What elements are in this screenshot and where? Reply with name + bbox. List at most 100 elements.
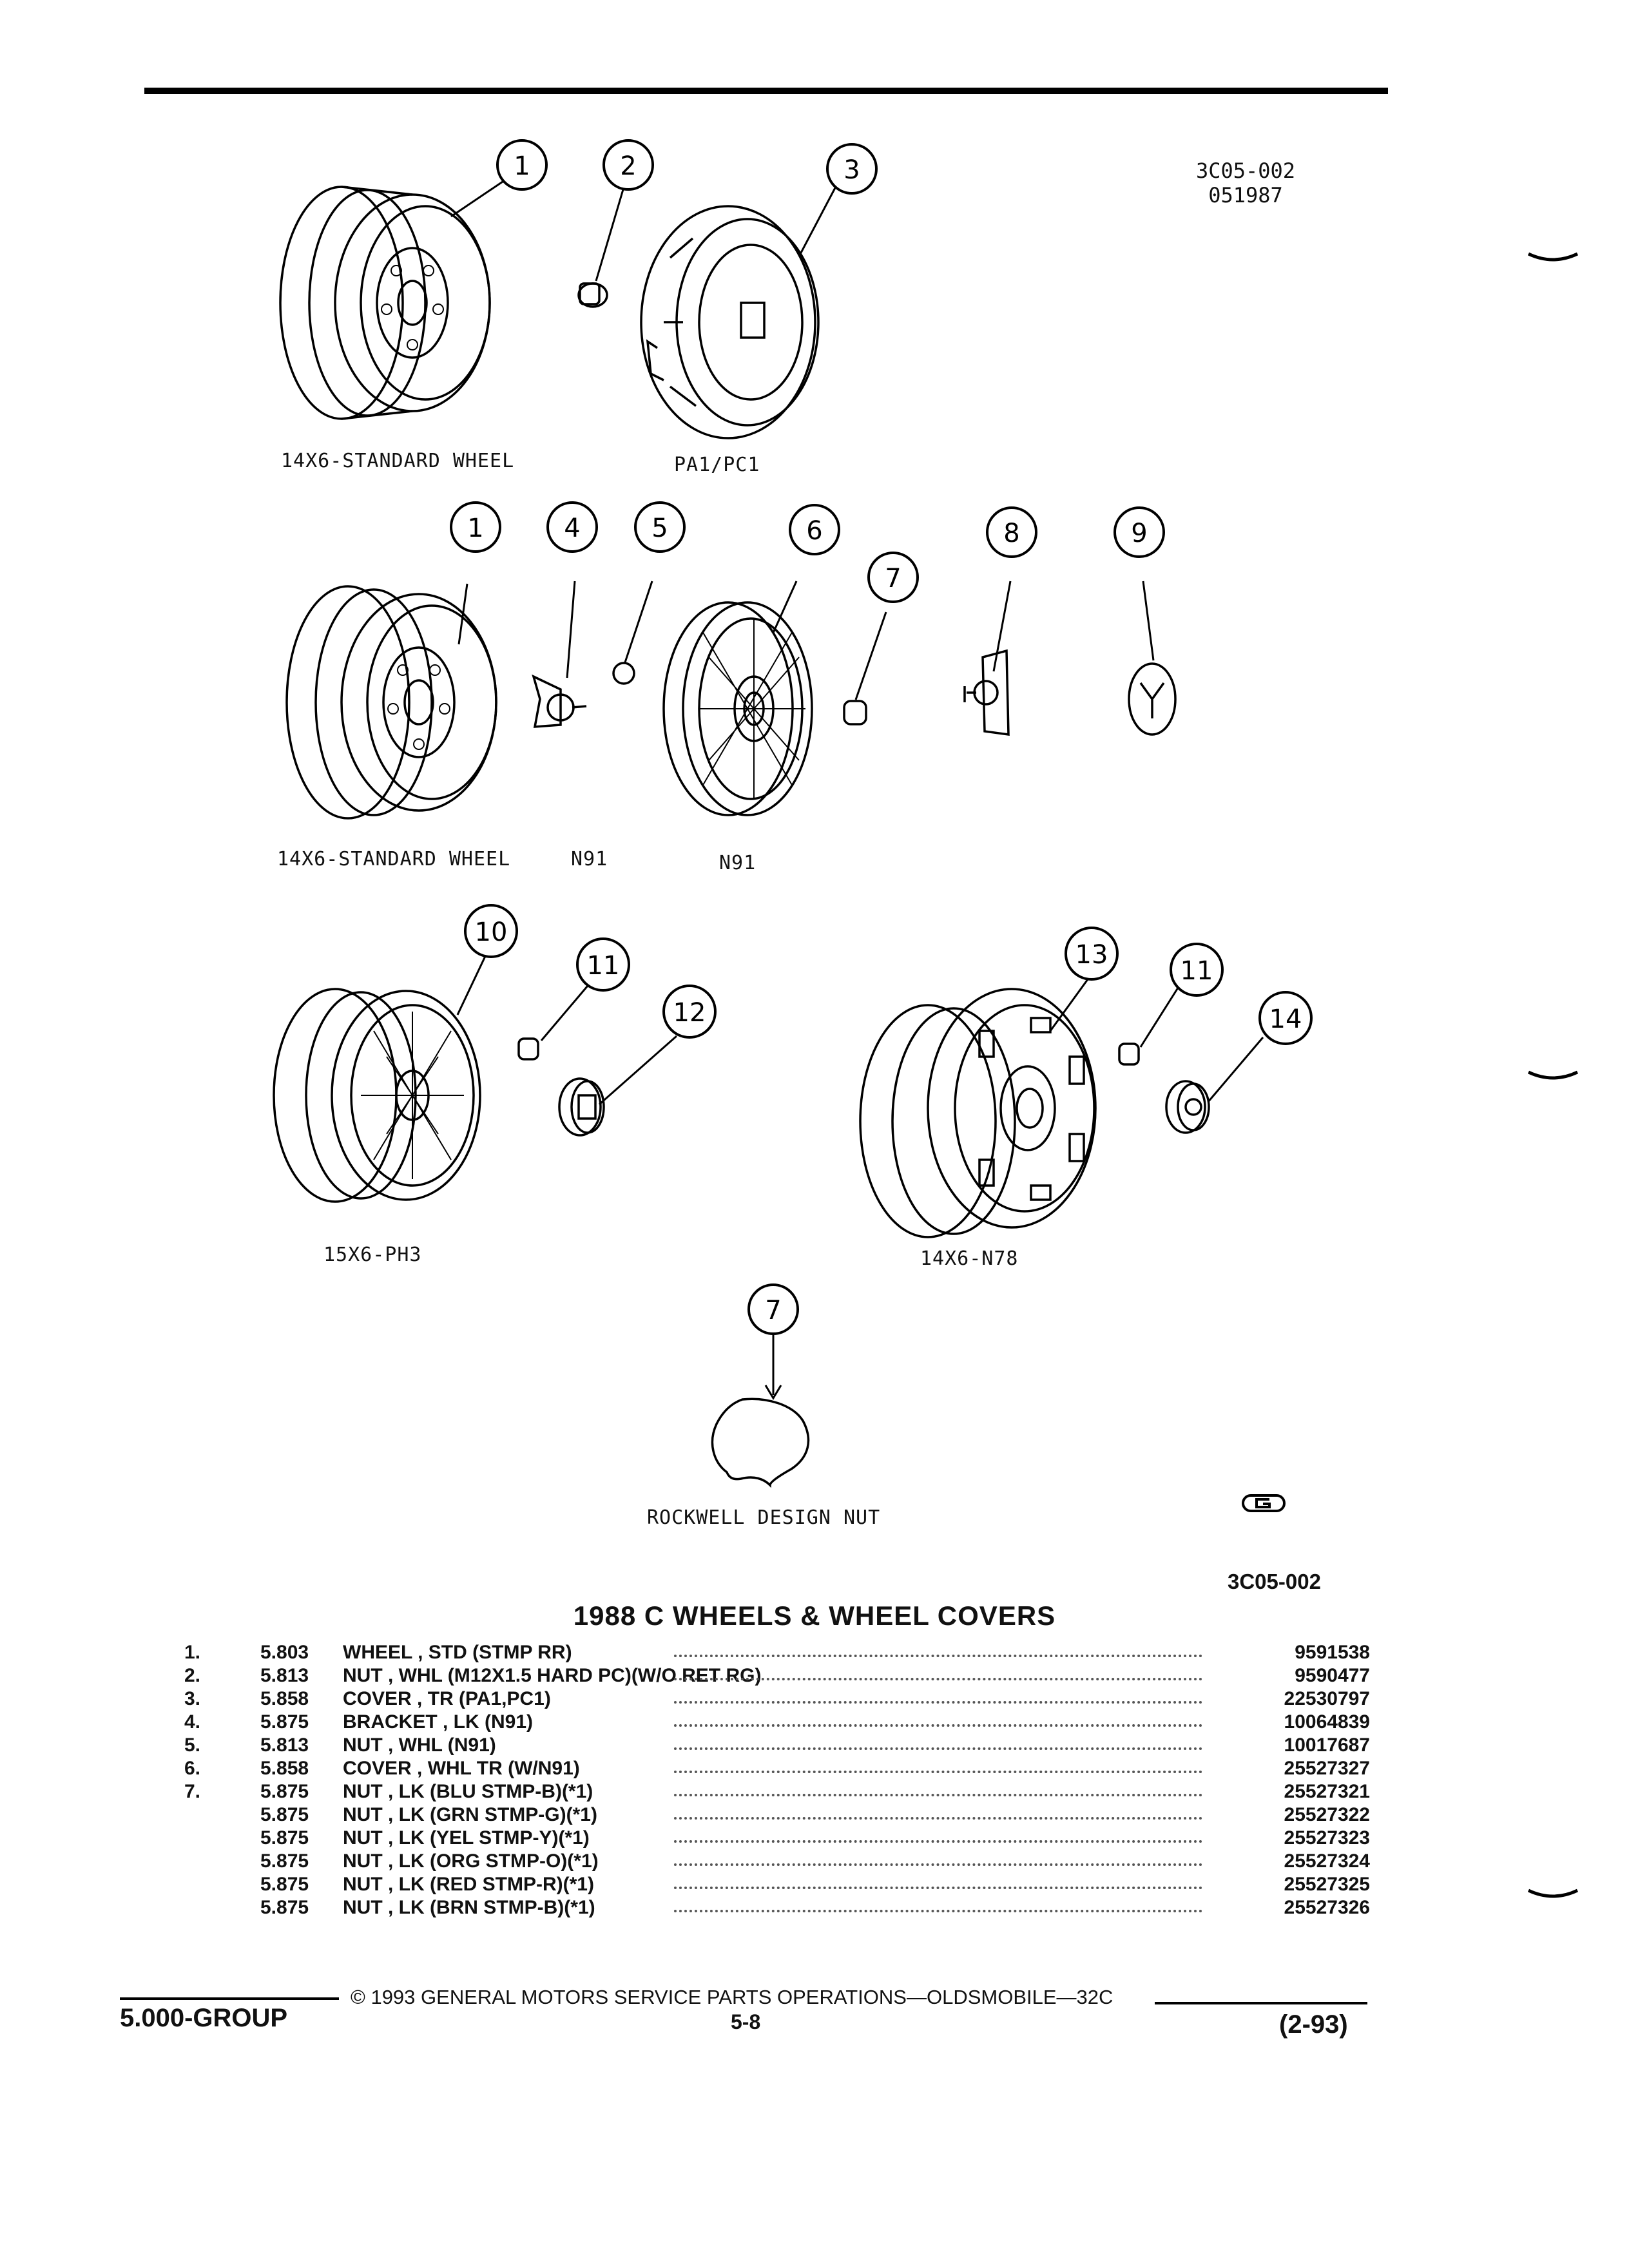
wheel-nut-illustration <box>577 282 608 308</box>
dot-leader <box>674 1863 1202 1866</box>
part-description: NUT , LK (YEL STMP-Y)(*1) <box>343 1827 590 1849</box>
rockwell-nut-illustration <box>711 1398 810 1488</box>
part-item-number: 2. <box>184 1665 201 1686</box>
part-item-number: 5. <box>184 1735 201 1756</box>
callout-11b: 11 <box>1170 943 1224 997</box>
trim-cover-illustration <box>640 205 820 439</box>
punch-mark-icon <box>1527 252 1579 262</box>
part-group-number: 5.875 <box>260 1781 309 1802</box>
part-description: COVER , TR (PA1,PC1) <box>343 1688 551 1709</box>
svg-text:11: 11 <box>587 951 620 981</box>
diagram-figure-code: 3C05-002 <box>1228 1570 1321 1593</box>
lock-bracket-illustration <box>532 674 587 728</box>
part-number: 25527327 <box>1284 1758 1370 1779</box>
svg-text:4: 4 <box>564 514 580 543</box>
standard-wheel-illustration <box>279 186 491 420</box>
caption-n91-bracket: N91 <box>571 848 608 870</box>
svg-text:10: 10 <box>475 918 508 947</box>
dot-leader <box>674 1747 1202 1750</box>
part-number: 9590477 <box>1295 1665 1370 1686</box>
lock-nut-key-illustration <box>963 649 1010 736</box>
dot-leader <box>674 1817 1202 1820</box>
part-group-number: 5.875 <box>260 1711 309 1733</box>
ph3-wheel-illustration <box>273 988 481 1203</box>
caption-standard-wheel: 14X6-STANDARD WHEEL <box>281 450 515 472</box>
callout-1b: 1 <box>450 501 501 553</box>
part-description: NUT , LK (ORG STMP-O)(*1) <box>343 1850 599 1872</box>
part-group-number: 5.875 <box>260 1897 309 1918</box>
part-number: 25527325 <box>1284 1874 1370 1895</box>
part-group-number: 5.813 <box>260 1735 309 1756</box>
dot-leader <box>674 1678 1202 1680</box>
group-label: 5.000-GROUP <box>120 2004 288 2032</box>
svg-text:7: 7 <box>885 564 901 593</box>
part-description: NUT , LK (RED STMP-R)(*1) <box>343 1874 594 1895</box>
caption-pa1-pc1: PA1/PC1 <box>674 454 760 476</box>
part-description: NUT , LK (BRN STMP-B)(*1) <box>343 1897 595 1918</box>
svg-text:3: 3 <box>843 155 860 185</box>
copyright-text: © 1993 GENERAL MOTORS SERVICE PARTS OPER… <box>351 1986 1113 2008</box>
dot-leader <box>674 1724 1202 1727</box>
svg-text:5: 5 <box>651 514 668 543</box>
caption-n91-cover: N91 <box>719 852 757 874</box>
callout-7: 7 <box>867 552 919 603</box>
part-item-number: 3. <box>184 1688 201 1709</box>
part-item-number: 7. <box>184 1781 201 1802</box>
svg-text:12: 12 <box>673 998 706 1028</box>
ph3-center-cap-illustration <box>558 1077 605 1137</box>
caption-ph3: 15X6-PH3 <box>323 1244 422 1266</box>
part-description: COVER , WHL TR (W/N91) <box>343 1758 580 1779</box>
svg-text:8: 8 <box>1003 519 1019 548</box>
svg-text:14: 14 <box>1269 1004 1302 1034</box>
svg-text:2: 2 <box>620 151 636 181</box>
parts-diagram: 1 2 3 1 4 5 6 7 8 9 10 11 12 13 11 14 7 <box>273 139 1313 1488</box>
callout-9: 9 <box>1113 506 1165 558</box>
part-number: 25527326 <box>1284 1897 1370 1918</box>
svg-text:6: 6 <box>806 516 822 546</box>
dot-leader <box>674 1887 1202 1889</box>
callout-4: 4 <box>546 501 598 553</box>
part-group-number: 5.875 <box>260 1804 309 1825</box>
standard-wheel-2-illustration <box>285 585 497 820</box>
ornament-emblem-illustration <box>1128 662 1177 736</box>
callout-2: 2 <box>602 139 654 191</box>
callout-13: 13 <box>1065 927 1119 981</box>
part-group-number: 5.858 <box>260 1758 309 1779</box>
part-description: NUT , WHL (N91) <box>343 1735 496 1756</box>
part-number: 22530797 <box>1284 1688 1370 1709</box>
part-row: 5.875 NUT , LK (BRN STMP-B)(*1) 25527326 <box>184 1897 1370 1920</box>
dot-leader <box>674 1701 1202 1704</box>
caption-n78: 14X6-N78 <box>920 1247 1019 1270</box>
callout-7b: 7 <box>747 1283 799 1335</box>
n78-wheel-illustration <box>859 988 1097 1238</box>
part-description: BRACKET , LK (N91) <box>343 1711 534 1733</box>
lock-nut-illustration <box>843 700 867 726</box>
part-group-number: 5.858 <box>260 1688 309 1709</box>
punch-mark-icon <box>1527 1888 1579 1898</box>
dot-leader <box>674 1771 1202 1773</box>
dot-leader <box>674 1655 1202 1657</box>
date-code: 051987 <box>1208 183 1283 207</box>
svg-text:7: 7 <box>765 1296 781 1325</box>
caption-rockwell-nut: ROCKWELL DESIGN NUT <box>647 1506 881 1529</box>
n78-center-cap-illustration <box>1165 1080 1210 1134</box>
svg-text:13: 13 <box>1075 940 1108 970</box>
n78-nut-illustration <box>1118 1043 1140 1066</box>
figure-code: 3C05-002 <box>1195 159 1296 183</box>
dot-leader <box>674 1910 1202 1912</box>
page-title: 1988 C WHEELS & WHEEL COVERS <box>573 1600 1056 1631</box>
gm-logo-icon <box>1242 1494 1286 1512</box>
callout-10: 10 <box>464 904 518 958</box>
callout-8: 8 <box>986 506 1037 558</box>
part-item-number: 4. <box>184 1711 201 1733</box>
callout-12: 12 <box>662 985 717 1039</box>
